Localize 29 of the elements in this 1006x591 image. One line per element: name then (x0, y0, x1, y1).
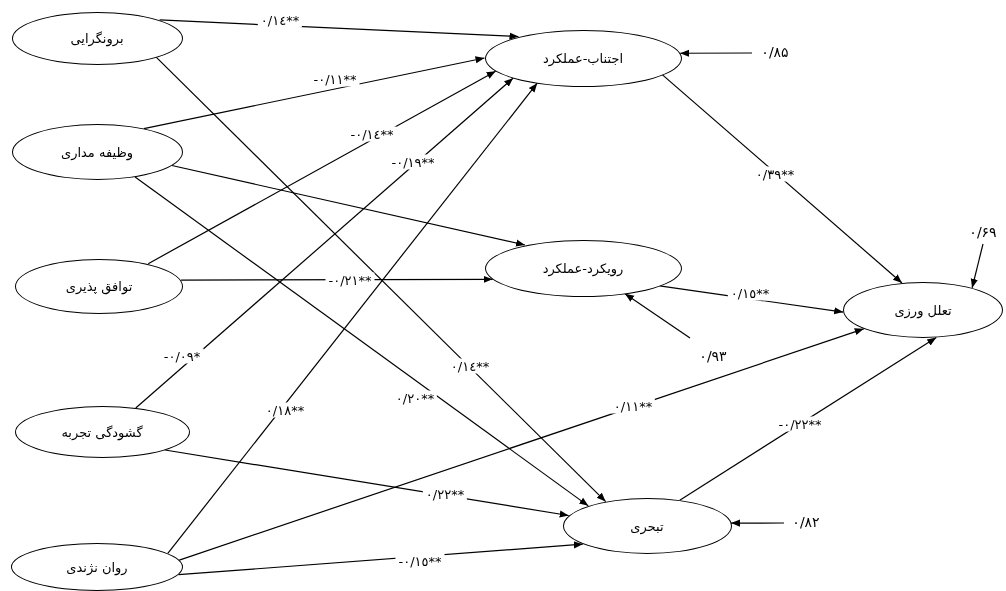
variable-ellipse: وظیفه مداری (11, 124, 183, 180)
error-value: ۰/۹۳ (699, 348, 727, 364)
arrow (730, 519, 785, 527)
arrow (167, 82, 538, 554)
variable-ellipse: برونگرایی (11, 11, 183, 65)
arrow (143, 56, 486, 130)
arrow (679, 337, 937, 501)
error-value: ۰/۸۲ (792, 514, 820, 530)
arrow (171, 164, 526, 247)
variable-ellipse: توافق پذیری (15, 258, 183, 314)
variable-ellipse: تبحری (562, 498, 732, 554)
arrow (661, 74, 903, 284)
arrow (147, 70, 497, 265)
arrow (679, 49, 753, 57)
arrow (178, 328, 865, 561)
error-value: ۰/۸۵ (761, 44, 789, 60)
error-value: ۰/۶۹ (969, 224, 997, 240)
variable-ellipse: روان نژندی (11, 543, 183, 591)
arrow (970, 243, 984, 289)
edge-label: -٠/١٥** (395, 553, 445, 569)
variable-ellipse: اجتناب-عملکرد (484, 29, 682, 87)
arrow (134, 176, 589, 507)
arrow (155, 56, 607, 503)
variable-ellipse: رویکرد-عملکرد (484, 239, 682, 297)
variable-ellipse: تعلل ورزی (843, 282, 1003, 338)
arrow (164, 449, 570, 518)
edge-label: -٠/٢١** (325, 272, 375, 288)
variable-ellipse: گشودگی تجربه (14, 406, 190, 458)
edge-label: ٠/١١** (610, 398, 656, 414)
